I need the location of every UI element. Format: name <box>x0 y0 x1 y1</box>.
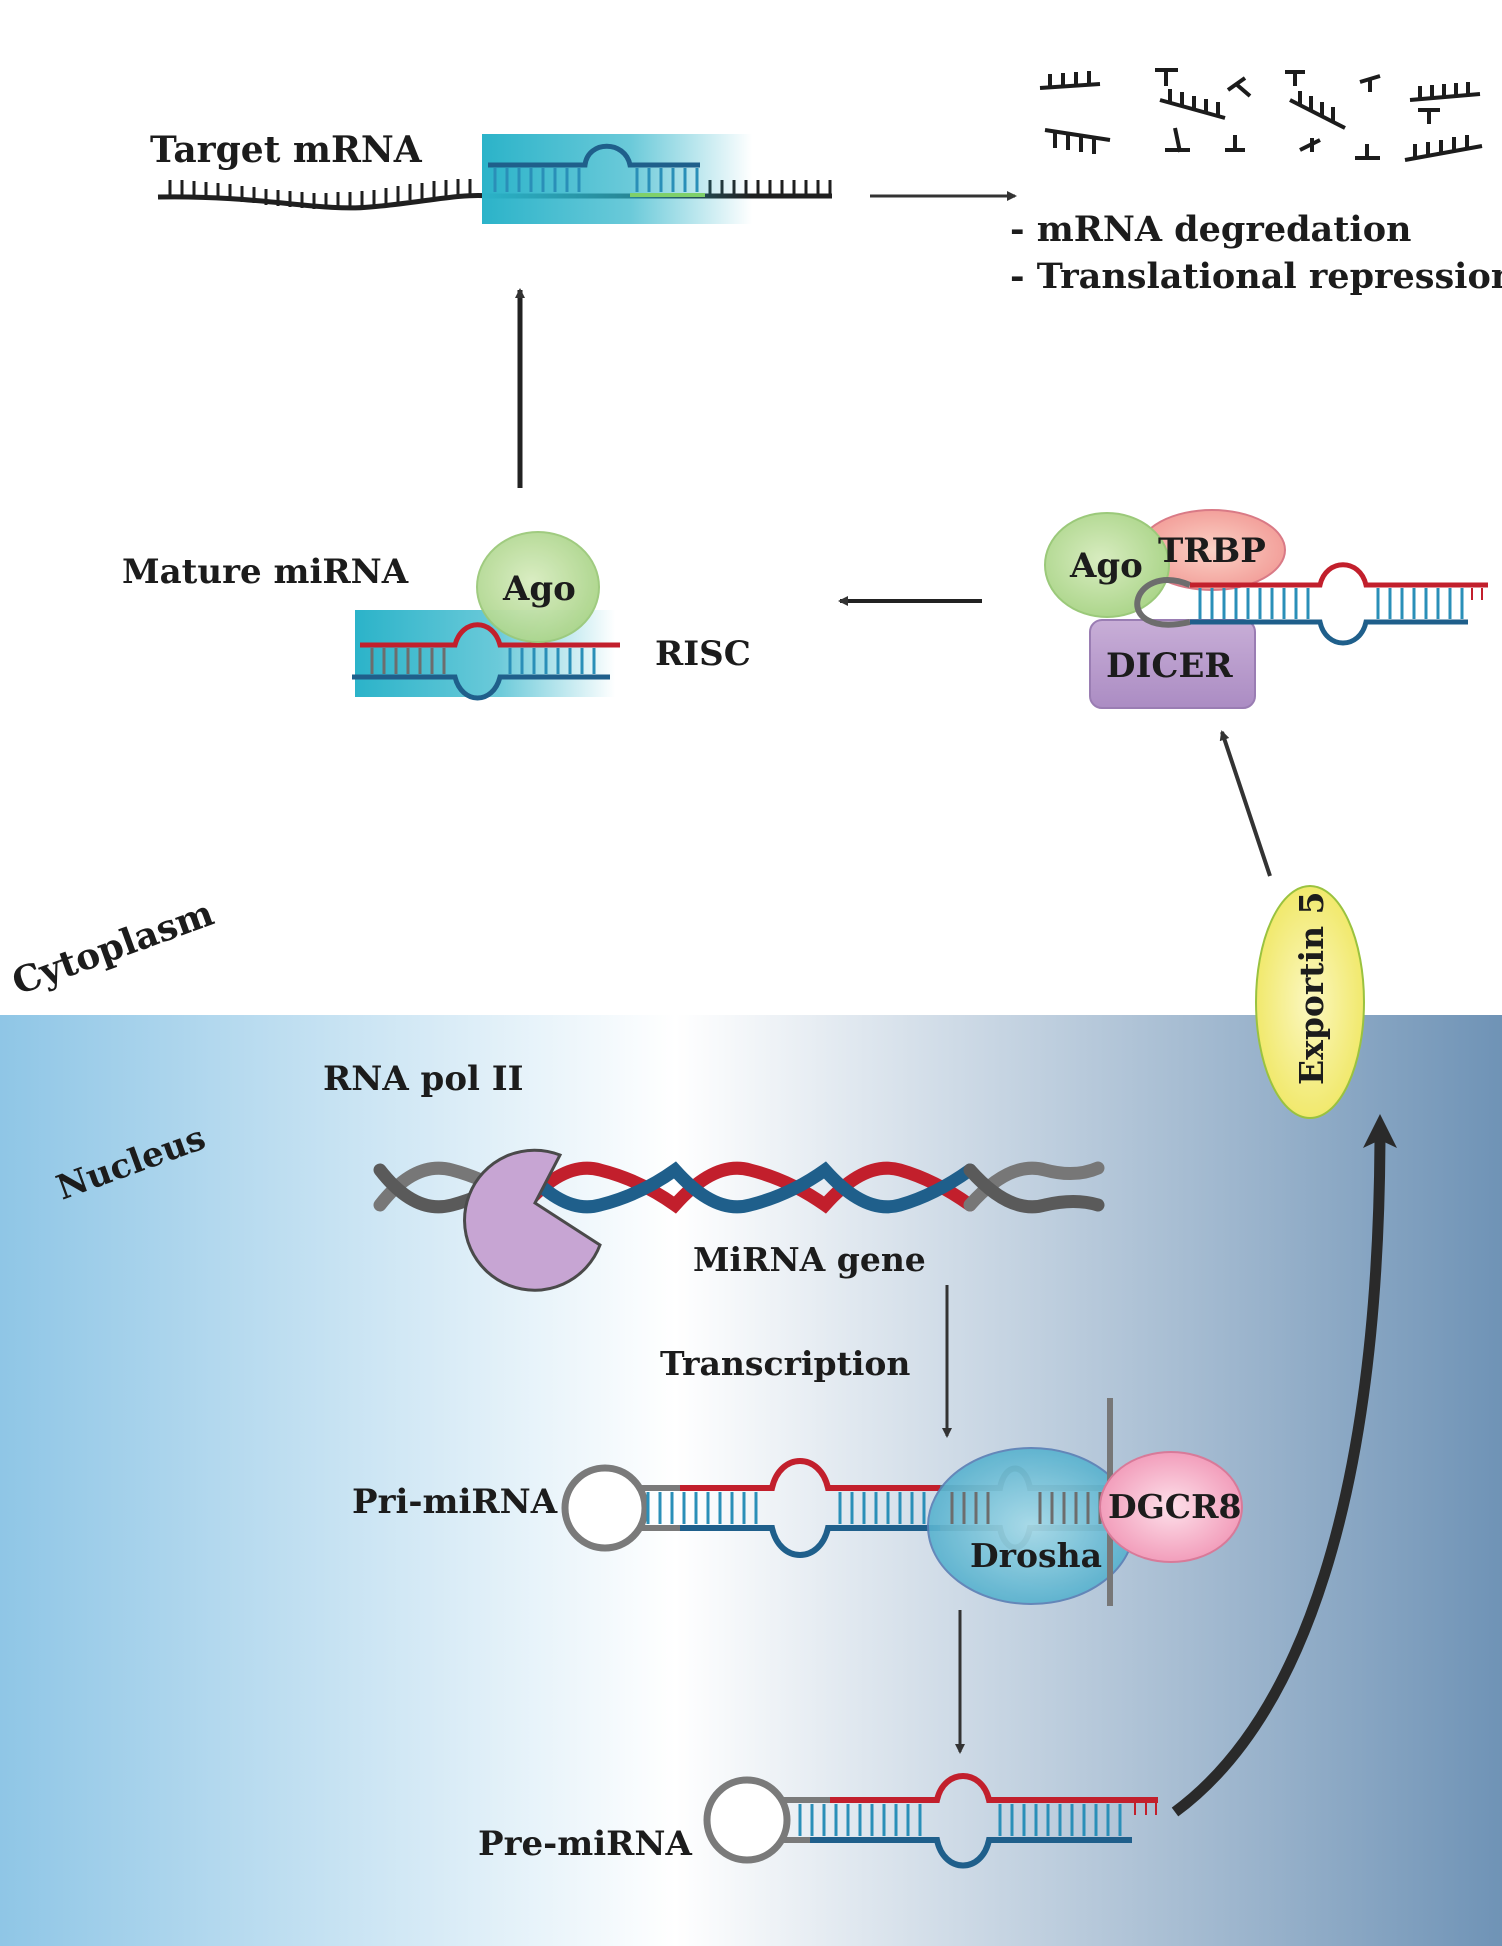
outcome-degradation: - mRNA degredation <box>1010 209 1412 250</box>
risc-mirna-duplex <box>352 622 620 701</box>
mature-mirna-label: Mature miRNA <box>122 552 409 592</box>
exportin-5 <box>1255 885 1365 1119</box>
rna-pol-label: RNA pol II <box>323 1059 524 1099</box>
dgcr8-protein <box>1099 1451 1243 1563</box>
ago-protein-dicer <box>1044 512 1170 618</box>
risc-label: RISC <box>655 634 751 674</box>
pri-mirna-label: Pri-miRNA <box>352 1482 558 1522</box>
arrow-export-to-cytoplasm <box>1171 1114 1397 1817</box>
dicer-pre-mirna <box>1134 562 1488 646</box>
trbp-label: TRBP <box>1158 531 1266 571</box>
arrow-exportin-to-dicer <box>1219 730 1272 877</box>
dgcr8-label: DGCR8 <box>1108 1487 1241 1526</box>
ago-dicer-label: Ago <box>1069 546 1143 586</box>
outcome-repression: - Translational repression <box>1010 256 1502 297</box>
exportin-label: Exportin 5 <box>1292 891 1331 1085</box>
target-mrna-strand <box>157 179 832 211</box>
target-mrna-label: Target mRNA <box>150 129 423 171</box>
pre-mirna-structure <box>703 1773 1158 1869</box>
dicer-label: DICER <box>1106 646 1233 686</box>
pre-mirna-label: Pre-miRNA <box>478 1824 692 1864</box>
ago-protein-risc <box>476 531 600 643</box>
target-mirna-duplex <box>488 143 705 197</box>
mirna-gene-label: MiRNA gene <box>693 1240 926 1279</box>
rna-pol-ii <box>463 1148 602 1292</box>
degraded-fragments <box>1039 68 1483 162</box>
dicer-protein <box>1089 619 1256 709</box>
ago-risc-label: Ago <box>502 569 576 609</box>
cytoplasm-label: Cytoplasm <box>7 892 219 1004</box>
transcription-label: Transcription <box>660 1344 910 1383</box>
drosha-label: Drosha <box>970 1536 1102 1575</box>
